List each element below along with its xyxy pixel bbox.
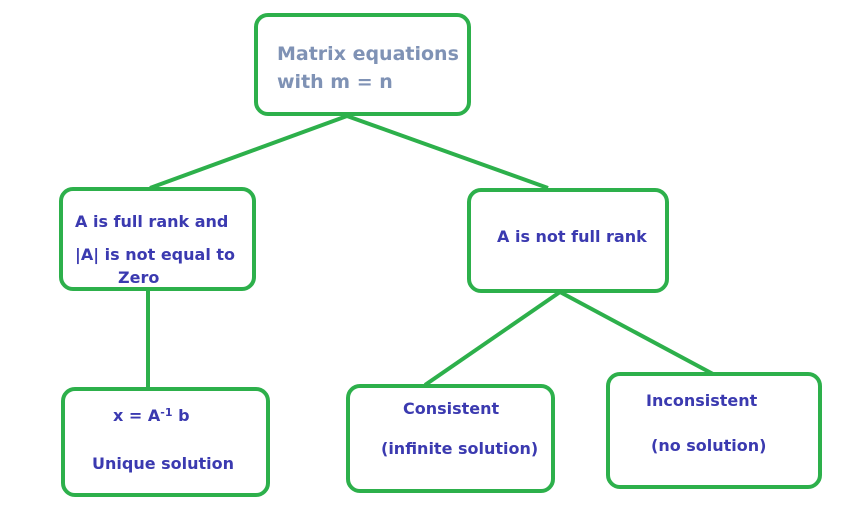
node-full-rank — [59, 187, 256, 291]
node-unique-solution — [61, 387, 270, 497]
root-line-1: Matrix equations — [277, 43, 459, 65]
connector-root-to-full-rank — [149, 114, 348, 190]
full-rank-line-3: Zero — [118, 268, 160, 287]
full-rank-line-1: A is full rank and — [75, 212, 229, 231]
equation-exponent: -1 — [160, 406, 173, 419]
connector-not-full-rank-to-consistent — [423, 290, 562, 387]
not-full-rank-label: A is not full rank — [497, 227, 647, 246]
node-not-full-rank — [467, 188, 669, 293]
connector-not-full-rank-to-inconsistent — [559, 290, 714, 376]
equation-prefix: x = A — [113, 406, 161, 425]
unique-solution-label: Unique solution — [92, 454, 235, 473]
connector-root-to-not-full-rank — [346, 114, 549, 190]
node-inconsistent — [606, 372, 822, 489]
root-line-2: with m = n — [277, 71, 393, 93]
node-consistent — [346, 384, 555, 493]
node-matrix-equations — [254, 13, 471, 116]
inconsistent-line-1: Inconsistent — [646, 391, 758, 410]
inverse-equation: x = A-1 b — [113, 406, 190, 426]
full-rank-line-2: |A| is not equal to — [75, 245, 236, 264]
inconsistent-line-2: (no solution) — [651, 436, 767, 455]
consistent-line-2: (infinite solution) — [381, 439, 539, 458]
equation-suffix: b — [178, 406, 190, 425]
consistent-line-1: Consistent — [403, 399, 500, 418]
